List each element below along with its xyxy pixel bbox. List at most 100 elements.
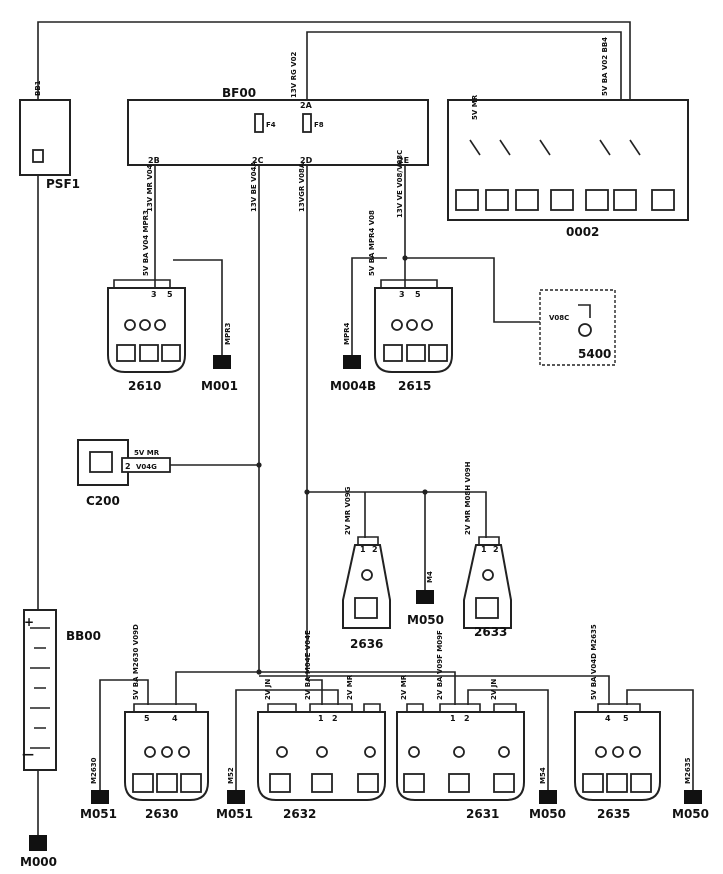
fuse-icon — [32, 149, 44, 163]
pin-label: 2D — [300, 156, 313, 165]
component-label: M004B — [330, 379, 376, 393]
pin-label: 1 — [450, 714, 456, 723]
lamp-icon — [180, 773, 202, 793]
pin-label: 2A — [300, 101, 313, 110]
component-2631: 1 2 2V MR 2V BA V09F M09F 2V JN 2631 — [396, 630, 525, 821]
ground-icon — [684, 790, 702, 804]
wire-label: 13V VE V08/V08C — [396, 150, 404, 218]
relay-icon — [578, 304, 591, 318]
bulb-icon — [595, 746, 607, 758]
wire-label: 2V MR M08H V09H — [464, 461, 472, 535]
fuse-f8-icon — [302, 113, 312, 133]
pin-label: 1 — [481, 545, 487, 554]
connector — [133, 703, 197, 712]
component-2610: 3 5 5V BA V04 MPR3 2610 — [107, 210, 186, 393]
component-2635: 4 5 5V BA V04D M2635 2635 — [574, 624, 661, 821]
junction — [304, 489, 310, 495]
lamp-icon — [269, 773, 291, 793]
wire-2632-gnd — [235, 689, 339, 790]
pin-label: 5 — [144, 714, 150, 723]
bulb-icon — [482, 569, 494, 581]
wire-v08a — [306, 165, 323, 705]
component-label: M051 — [216, 807, 253, 821]
lamp-icon — [475, 597, 499, 619]
bulb-icon — [408, 746, 420, 758]
ground-icon — [539, 790, 557, 804]
ground-icon — [213, 355, 231, 369]
wire-label: V08C — [549, 314, 569, 322]
bulb-icon — [144, 746, 156, 758]
pin-label: 2 — [493, 545, 499, 554]
wire-v08c — [404, 165, 555, 323]
fuse-f4-icon — [254, 113, 264, 133]
switch-icon — [469, 139, 641, 156]
component-label: BF00 — [222, 86, 256, 100]
wire-label: M52 — [227, 767, 235, 784]
ground-icon — [91, 790, 109, 804]
lamp-icon — [354, 597, 378, 619]
lamp-icon — [428, 344, 448, 362]
ground-icon — [227, 790, 245, 804]
wire-label: 13V BE V04A — [250, 161, 258, 212]
bulb-icon — [453, 746, 465, 758]
ground-m050-mid: M4 M050 — [407, 571, 444, 627]
connector — [113, 279, 171, 288]
component-label: BB00 — [66, 629, 101, 643]
connector — [121, 457, 171, 473]
bulb-icon — [364, 746, 376, 758]
connector — [597, 703, 641, 712]
pin-label: 3 — [399, 290, 405, 299]
ground-m050-b: M54 M050 — [529, 767, 566, 821]
wire-label: M2630 — [90, 757, 98, 784]
lamp-icon — [515, 189, 539, 211]
lamp-icon — [582, 773, 604, 793]
component-c200: 2 5V MR V04G C200 — [77, 439, 171, 508]
junction — [402, 255, 408, 261]
bulb-icon — [406, 319, 418, 331]
junction — [256, 462, 262, 468]
junction — [256, 669, 262, 675]
ground-icon — [416, 590, 434, 604]
component-label: 2636 — [350, 637, 383, 651]
component-2636: 1 2 2V MR V09G 2636 — [342, 486, 391, 651]
component-bf00: F4 F8 BF00 2A 2B 2C 2D 2E 13V RG V02 13V… — [127, 52, 429, 218]
bulb-icon — [276, 746, 288, 758]
connector — [478, 536, 500, 545]
pin-label: 5 — [415, 290, 421, 299]
connector — [267, 703, 381, 712]
bulb-icon — [161, 746, 173, 758]
ground-m000: M000 — [20, 835, 57, 869]
ground-icon — [29, 835, 47, 851]
wire-2636-2633 — [307, 491, 487, 590]
wire-label: 2V MR V09G — [344, 486, 352, 535]
wire-label: 5V BA V04D M2635 — [590, 624, 598, 700]
wire-mpr3 — [173, 259, 223, 355]
component-bb00: + — BB00 — [22, 609, 101, 771]
connector — [357, 536, 379, 545]
wire-label: M2635 — [684, 757, 692, 784]
wire-label: 5V BA MPR4 V08 — [368, 210, 376, 276]
pin-label: 1 — [360, 545, 366, 554]
bulb-icon — [578, 323, 592, 337]
component-2630: 5 4 5V BA M2630 V09D 2630 — [124, 624, 209, 821]
lamp-icon — [455, 189, 479, 211]
wires — [37, 21, 694, 835]
lamp-icon — [383, 344, 403, 362]
bulb-icon — [391, 319, 403, 331]
wire-psf1-0002 — [37, 21, 631, 100]
wire-v04a — [258, 165, 456, 705]
lamp-icon — [403, 773, 425, 793]
junction — [422, 489, 428, 495]
ground-m051-b: M52 M051 — [216, 767, 253, 821]
lamp-icon — [630, 773, 652, 793]
bulb-icon — [361, 569, 373, 581]
bulb-icon — [421, 319, 433, 331]
wire-label: 13V MR V04 — [146, 164, 154, 212]
component-label: 2631 — [466, 807, 499, 821]
wire-2631-gnd — [467, 689, 549, 790]
ground-icon — [343, 355, 361, 369]
wire-label: 5V BA V04 MPR3 — [142, 210, 150, 276]
pin-label: 3 — [151, 290, 157, 299]
wire-label: MPR3 — [224, 323, 232, 345]
